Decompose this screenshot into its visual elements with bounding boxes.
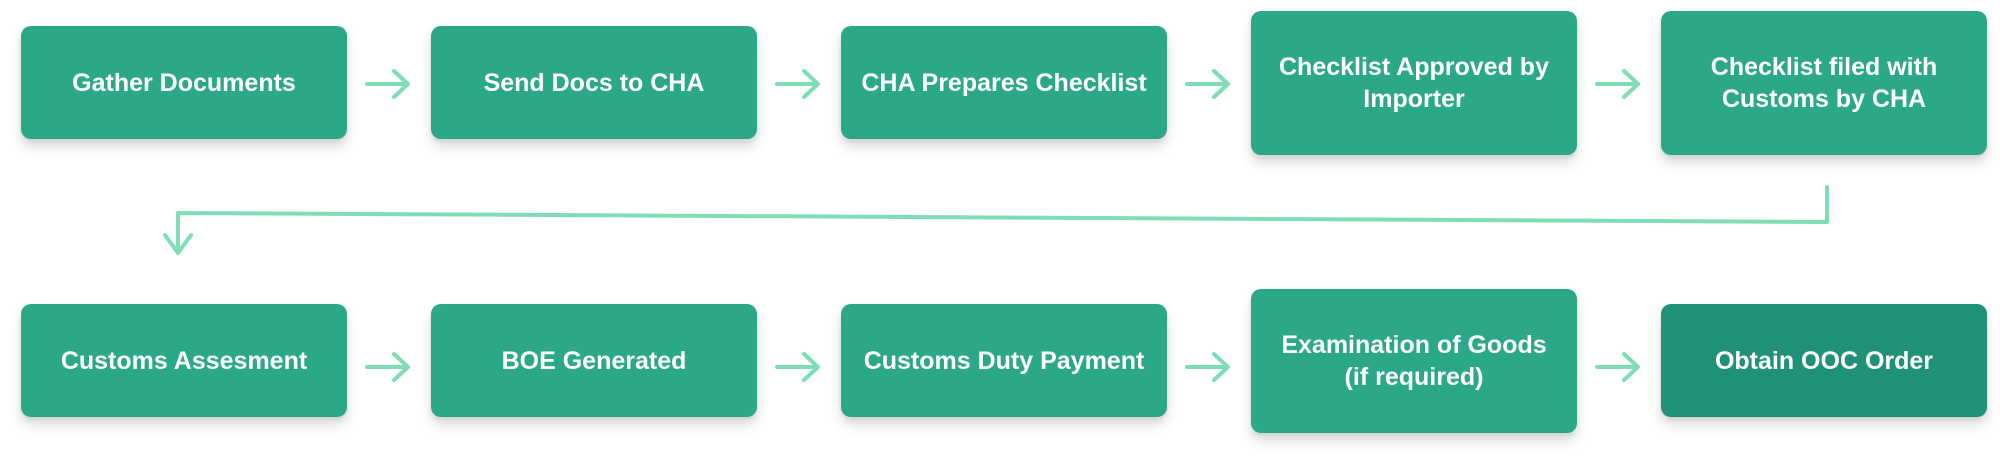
step-label: Customs Duty Payment — [863, 346, 1145, 375]
step-checklist-filed-with-customs: Checklist filed with Customs by CHA — [1661, 11, 1987, 155]
step-label: Checklist filed with Customs by CHA — [1710, 53, 1938, 113]
step-examination-of-goods: Examination of Goods (if required) — [1251, 289, 1577, 433]
step-label: CHA Prepares Checklist — [861, 68, 1147, 97]
step-obtain-ooc-order: Obtain OOC Order — [1661, 304, 1987, 417]
arrow-right-icon — [775, 352, 820, 382]
step-boe-generated: BOE Generated — [431, 304, 757, 417]
step-label: Send Docs to CHA — [483, 68, 705, 97]
step-customs-duty-payment: Customs Duty Payment — [841, 304, 1167, 417]
step-cha-prepares-checklist: CHA Prepares Checklist — [841, 26, 1167, 139]
step-label: Obtain OOC Order — [1714, 346, 1934, 375]
step-gather-documents: Gather Documents — [21, 26, 347, 139]
arrow-right-icon — [1595, 352, 1640, 382]
step-label: Examination of Goods (if required) — [1281, 331, 1547, 391]
step-checklist-approved-by-importer: Checklist Approved by Importer — [1251, 11, 1577, 155]
step-customs-assesment: Customs Assesment — [21, 304, 347, 417]
step-label: Checklist Approved by Importer — [1279, 53, 1549, 113]
arrow-right-icon — [365, 352, 410, 382]
arrow-right-icon — [1595, 69, 1640, 99]
arrow-right-icon — [775, 69, 820, 99]
step-label: Customs Assesment — [60, 346, 308, 375]
step-send-docs-to-cha: Send Docs to CHA — [431, 26, 757, 139]
arrow-right-icon — [365, 69, 410, 99]
arrow-right-icon — [1185, 69, 1230, 99]
step-label: Gather Documents — [72, 68, 296, 97]
step-label: BOE Generated — [501, 346, 687, 375]
arrow-right-icon — [1185, 352, 1230, 382]
